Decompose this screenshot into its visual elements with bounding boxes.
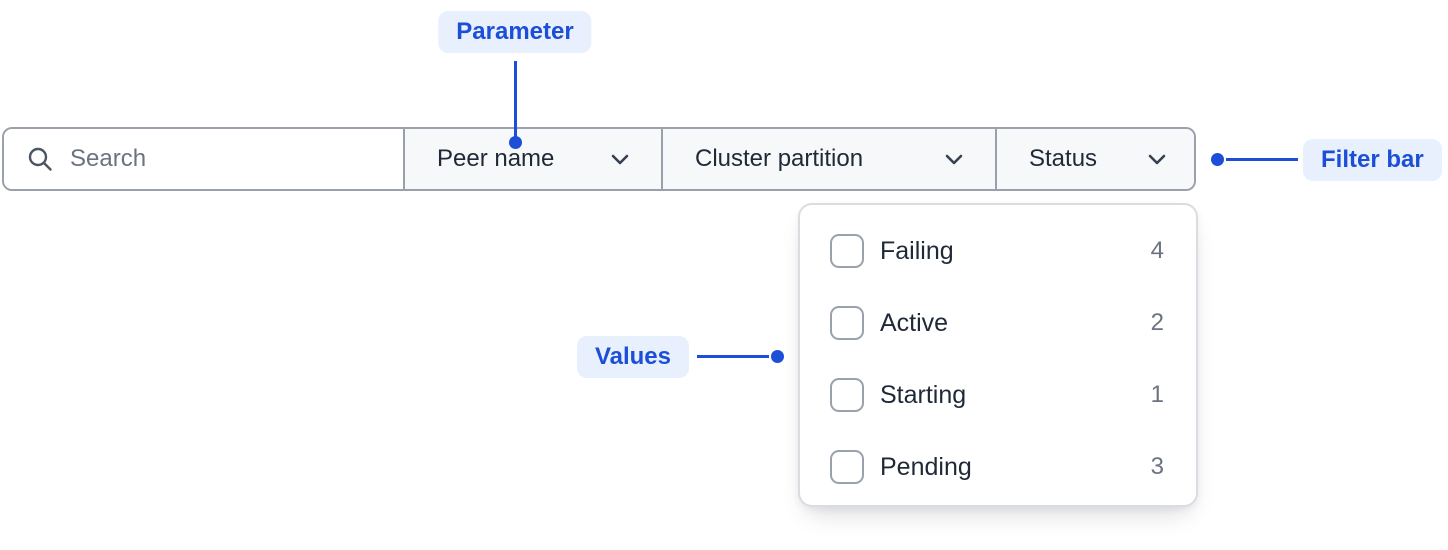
checkbox-pending[interactable] [830,450,864,484]
cluster-partition-dropdown-button[interactable]: Cluster partition [661,129,995,189]
filter-bar-connector-dot [1211,153,1224,166]
filter-bar-callout-label: Filter bar [1321,146,1424,173]
status-option-failing[interactable]: Failing 4 [800,215,1196,287]
status-dropdown-label: Status [1029,145,1098,172]
chevron-down-icon [1144,146,1170,172]
option-count: 1 [1150,381,1164,408]
option-count: 2 [1150,309,1164,336]
option-count: 3 [1150,453,1164,480]
filter-bar-callout: Filter bar [1303,139,1442,181]
filter-bar: Peer name Cluster partition Status [2,127,1196,191]
option-label: Failing [880,236,954,265]
chevron-down-icon [607,146,633,172]
filter-bar-connector-line [1226,158,1298,161]
cluster-partition-dropdown-label: Cluster partition [695,145,864,172]
search-icon [26,145,54,173]
parameter-callout-label: Parameter [456,18,574,45]
peer-name-dropdown-button[interactable]: Peer name [403,129,661,189]
chevron-down-icon [941,146,967,172]
values-connector-line [697,355,769,358]
checkbox-starting[interactable] [830,378,864,412]
option-label: Active [880,308,949,337]
status-dropdown-panel: Failing 4 Active 2 Starting 1 Pending 3 [798,203,1198,507]
status-option-pending[interactable]: Pending 3 [800,431,1196,503]
values-connector-dot [771,350,784,363]
values-callout-label: Values [594,343,671,370]
checkbox-active[interactable] [830,306,864,340]
parameter-connector-line [514,61,517,138]
status-dropdown-button[interactable]: Status [995,129,1194,189]
search-section [4,129,403,189]
values-callout: Values [576,336,689,378]
status-option-active[interactable]: Active 2 [800,287,1196,359]
parameter-connector-dot [509,136,522,149]
option-count: 4 [1150,237,1164,264]
checkbox-failing[interactable] [830,234,864,268]
status-option-starting[interactable]: Starting 1 [800,359,1196,431]
parameter-callout: Parameter [438,11,592,53]
option-label: Pending [880,452,972,481]
option-label: Starting [880,380,967,409]
peer-name-dropdown-label: Peer name [437,145,555,172]
search-input[interactable] [70,145,370,173]
